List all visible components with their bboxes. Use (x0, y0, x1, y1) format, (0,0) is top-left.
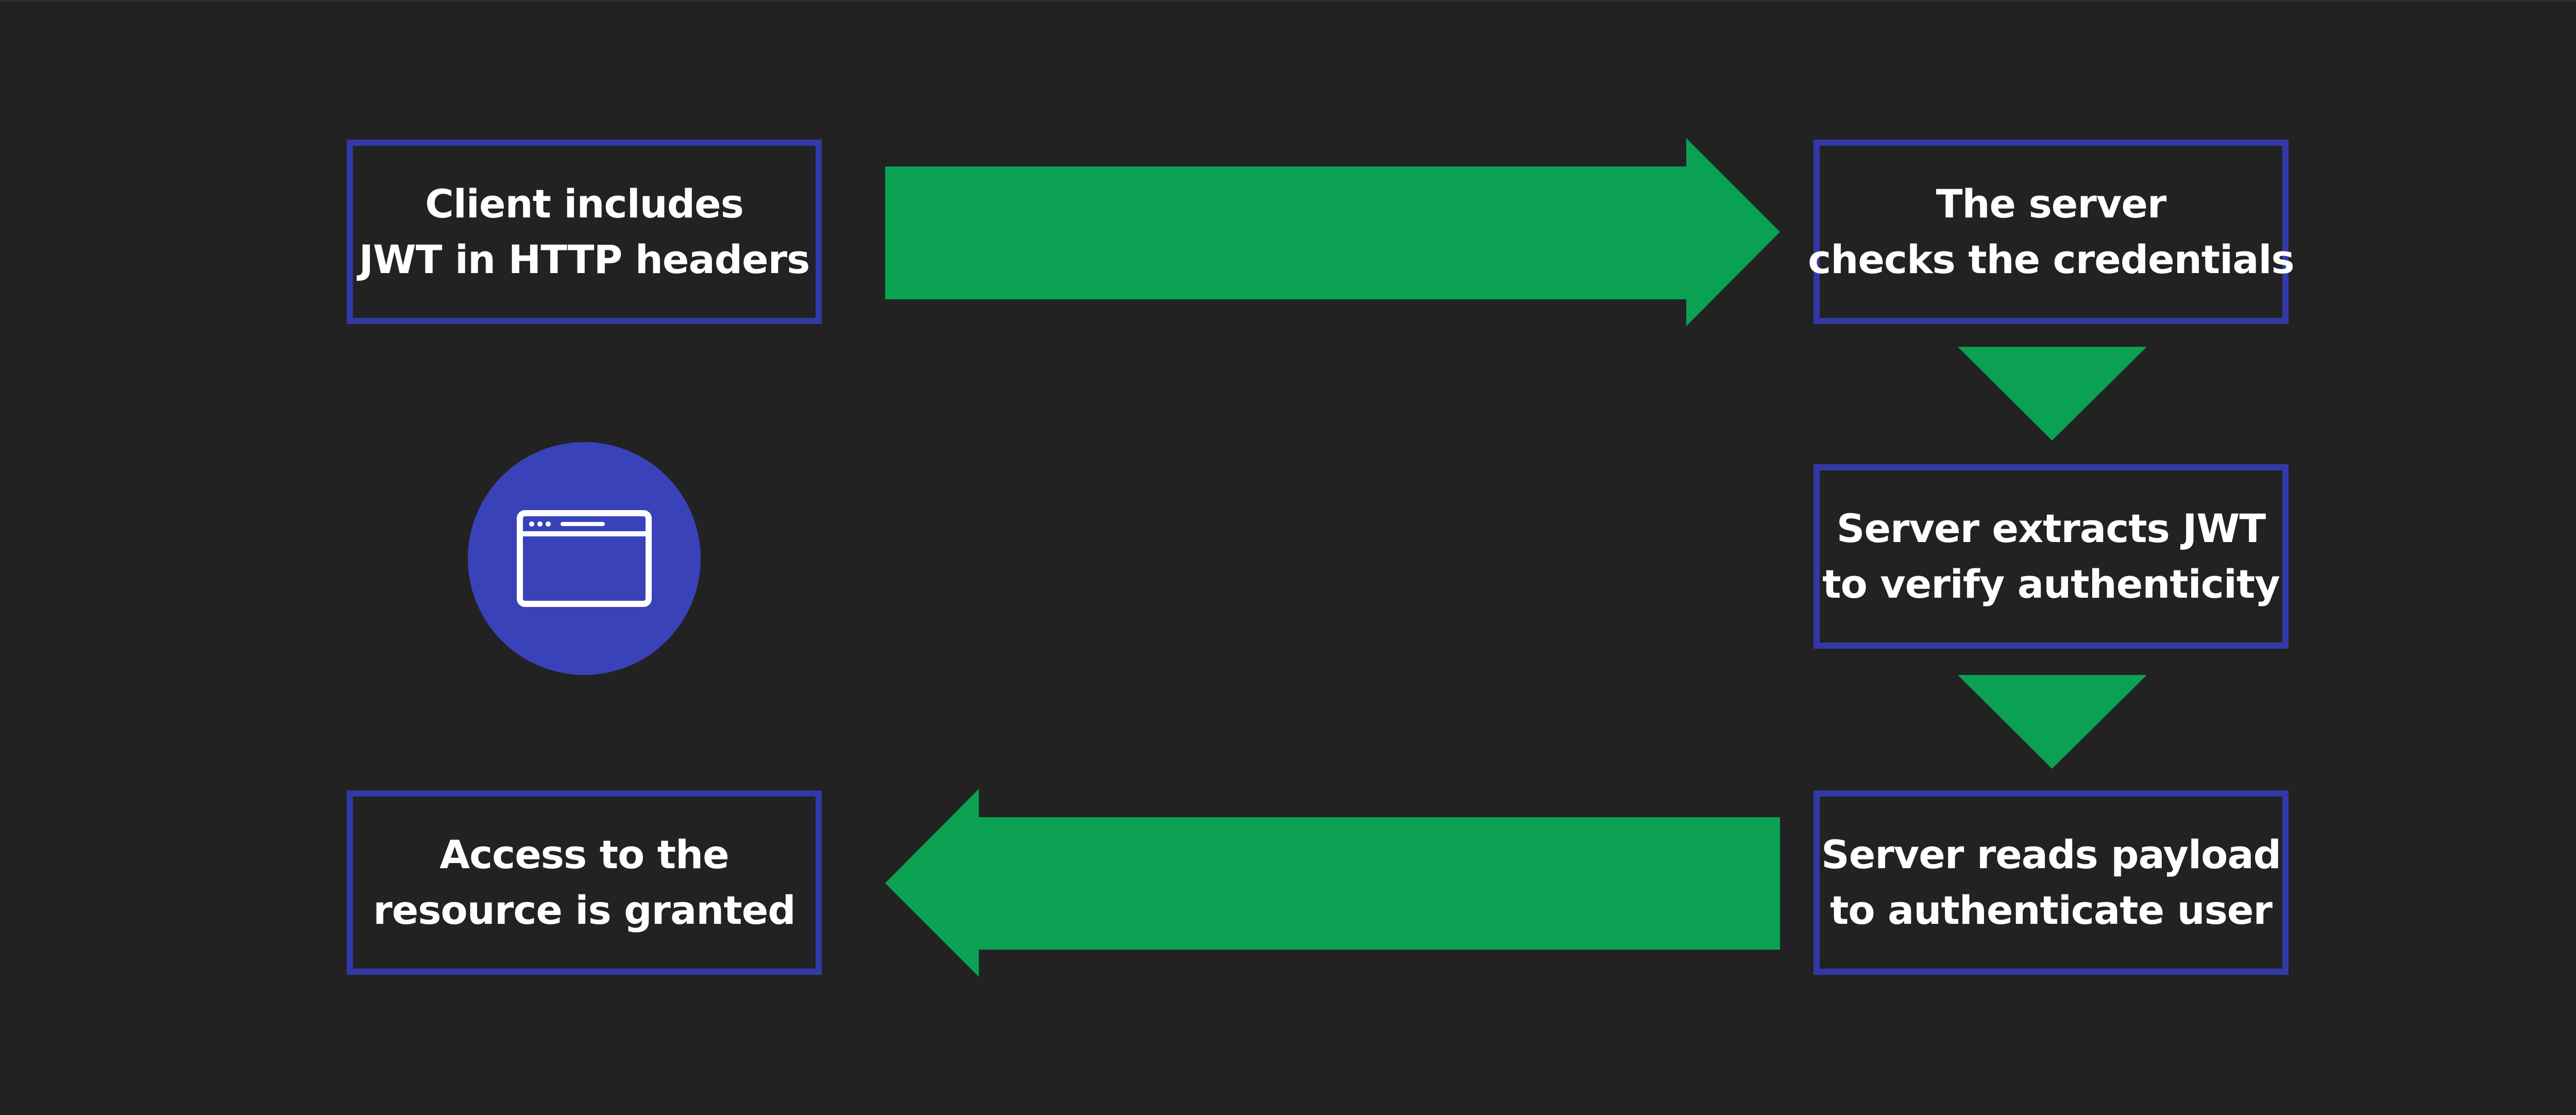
step-label-line: Server reads payload (1821, 832, 2281, 877)
step-client-sends-jwt: Client includes JWT in HTTP headers (347, 140, 822, 324)
arrow-down-1 (1958, 347, 2147, 441)
step-label-line: Access to the (439, 832, 729, 877)
step-server-checks: The server checks the credentials (1808, 140, 2295, 324)
step-access-granted: Access to the resource is granted (347, 790, 822, 975)
step-label-line: to verify authenticity (1822, 561, 2280, 607)
step-server-reads-payload: Server reads payload to authenticate use… (1814, 790, 2289, 975)
step-label-line: JWT in HTTP headers (359, 236, 810, 282)
step-label-line: Server extracts JWT (1836, 505, 2266, 551)
step-label-line: to authenticate user (1830, 887, 2273, 933)
arrow-down-2 (1958, 675, 2147, 769)
step-label-line: The server (1936, 181, 2167, 227)
arrow-right (885, 138, 1780, 326)
step-label-line: resource is granted (373, 887, 795, 933)
step-label-line: Client includes (425, 181, 744, 227)
browser-window-glyph (517, 510, 652, 607)
arrow-left (885, 789, 1780, 977)
step-label-line: checks the credentials (1808, 236, 2295, 282)
step-server-extracts: Server extracts JWT to verify authentici… (1814, 464, 2289, 649)
browser-window-icon (468, 442, 701, 675)
